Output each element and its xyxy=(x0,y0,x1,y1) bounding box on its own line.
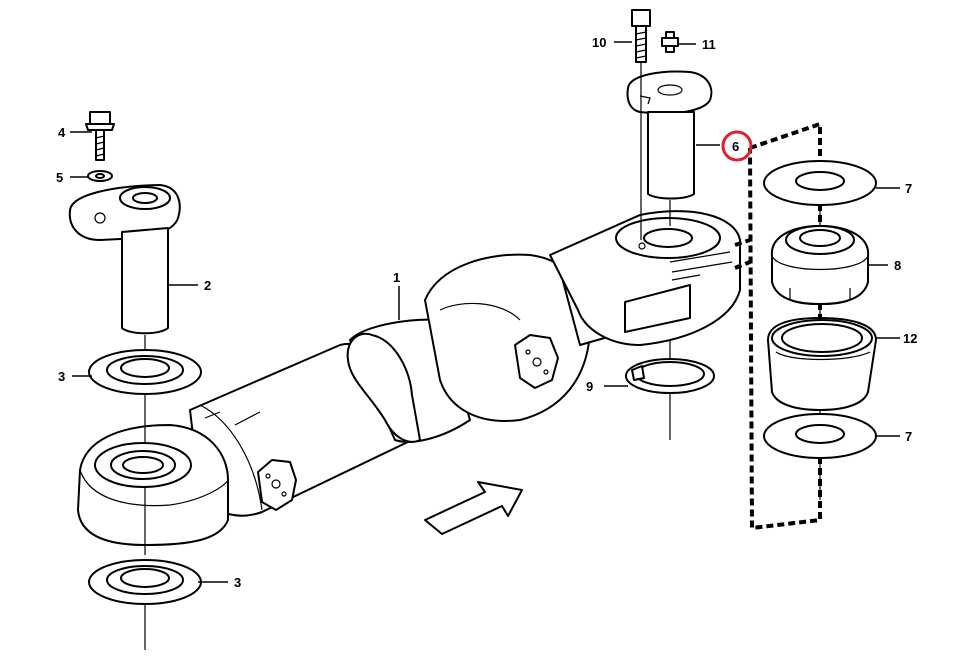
grease-nipple-11 xyxy=(661,31,679,53)
callout-11: 11 xyxy=(702,37,716,52)
callout-labels: 1 2 3 3 4 5 6 7 8 12 7 9 10 11 xyxy=(56,35,917,590)
seal-3-lower xyxy=(88,559,202,605)
pin-2 xyxy=(68,184,181,335)
callout-4: 4 xyxy=(58,125,66,140)
callout-10: 10 xyxy=(592,35,606,50)
bolt-10 xyxy=(631,9,651,63)
callout-1: 1 xyxy=(393,270,400,285)
callout-5: 5 xyxy=(56,170,63,185)
bearing-stack xyxy=(734,121,877,531)
callout-7-upper: 7 xyxy=(905,181,912,196)
callout-9: 9 xyxy=(586,379,593,394)
sleeve-12 xyxy=(767,317,877,411)
bushing-8 xyxy=(770,225,870,306)
callout-3-lower: 3 xyxy=(234,575,241,590)
left-pin-assembly xyxy=(68,111,202,650)
bolt-4 xyxy=(85,111,115,161)
callout-2: 2 xyxy=(204,278,211,293)
seal-3-upper xyxy=(88,349,202,395)
washer-7-lower xyxy=(763,413,877,459)
callout-8: 8 xyxy=(894,258,901,273)
hydraulic-cylinder xyxy=(77,210,741,546)
direction-arrow xyxy=(424,481,523,535)
leader-lines xyxy=(70,41,900,583)
right-pin-assembly xyxy=(625,9,715,440)
callout-3-upper: 3 xyxy=(58,369,65,384)
callout-7-lower: 7 xyxy=(905,429,912,444)
callout-6: 6 xyxy=(732,139,739,154)
washer-7-upper xyxy=(763,160,877,206)
callout-12: 12 xyxy=(903,331,917,346)
pin-6 xyxy=(647,111,695,200)
circlip-9 xyxy=(625,358,715,394)
highlight-ring xyxy=(721,130,753,162)
